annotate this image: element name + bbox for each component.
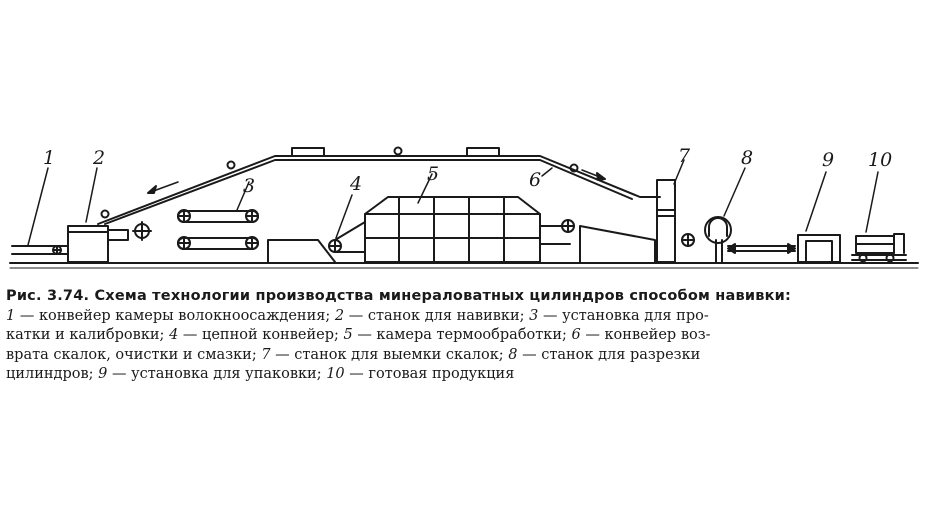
caption-text: — готовая продукция <box>344 366 515 382</box>
caption-num: 5 <box>343 327 353 343</box>
packaging-unit-9 <box>797 171 841 263</box>
caption-text: — станок для разрезки <box>517 346 701 363</box>
rod-extraction-7 <box>656 159 695 263</box>
caption-num: 2 <box>334 307 345 324</box>
transfer-conveyor <box>727 243 796 254</box>
label-5: 5 <box>427 163 439 185</box>
caption-text: — цепной конвейер; <box>178 327 344 343</box>
calibration-unit-3 <box>177 181 259 250</box>
cutting-machine-8 <box>704 167 746 263</box>
caption-text: — конвейер воз- <box>580 327 711 343</box>
caption-line-1: 1 — конвейер камеры волокноосаждения; 2 … <box>6 307 924 327</box>
caption-num: 1 <box>6 307 16 324</box>
label-10: 10 <box>868 149 892 171</box>
caption-num: 9 <box>98 366 108 382</box>
return-conveyor-6 <box>97 146 661 225</box>
caption-line-2: катки и калибровки; 4 — цепной конвейер;… <box>6 326 924 346</box>
caption-text: врата скалок, очистки и смазки; <box>6 346 262 363</box>
label-3: 3 <box>243 175 255 197</box>
label-1: 1 <box>43 147 55 169</box>
label-2: 2 <box>92 147 105 169</box>
caption-num: 3 <box>529 307 539 324</box>
label-9: 9 <box>822 149 834 171</box>
caption-text: цилиндров; <box>6 366 99 382</box>
caption-title: Рис. 3.74. Схема технологии производства… <box>6 288 792 304</box>
caption-line-3: врата скалок, очистки и смазки; 7 — стан… <box>6 346 924 366</box>
caption-text: — камера термообработки; <box>352 327 572 343</box>
caption-num: 7 <box>261 346 271 363</box>
chain-conveyor-4 <box>328 194 366 253</box>
caption-num: 8 <box>508 346 518 363</box>
caption-text: — установка для упаковки; <box>107 366 327 382</box>
caption-text: — станок для выемки скалок; <box>270 346 509 363</box>
caption-line-4: цилиндров; 9 — установка для упаковки; 1… <box>6 365 924 385</box>
figure-caption: Рис. 3.74. Схема технологии производства… <box>6 287 924 385</box>
chamber-exit <box>539 219 656 263</box>
label-8: 8 <box>741 147 753 169</box>
conveyor-1 <box>11 167 69 255</box>
label-4: 4 <box>349 173 362 195</box>
caption-text: — станок для навивки; <box>344 307 530 324</box>
support-ramp-left <box>267 239 336 263</box>
label-7: 7 <box>678 145 691 167</box>
heat-chamber-5 <box>364 173 541 263</box>
caption-text: — конвейер камеры волокноосаждения; <box>15 307 335 324</box>
winding-machine-2 <box>67 167 152 263</box>
caption-text: — установка для про- <box>538 307 709 324</box>
label-6: 6 <box>529 169 541 191</box>
finished-products-10 <box>851 171 907 263</box>
caption-num: 6 <box>571 327 581 343</box>
caption-num: 10 <box>326 366 345 382</box>
process-diagram: 1 2 3 4 5 6 7 8 9 10 <box>9 145 919 269</box>
caption-text: катки и калибровки; <box>6 327 170 343</box>
caption-num: 4 <box>169 327 179 343</box>
